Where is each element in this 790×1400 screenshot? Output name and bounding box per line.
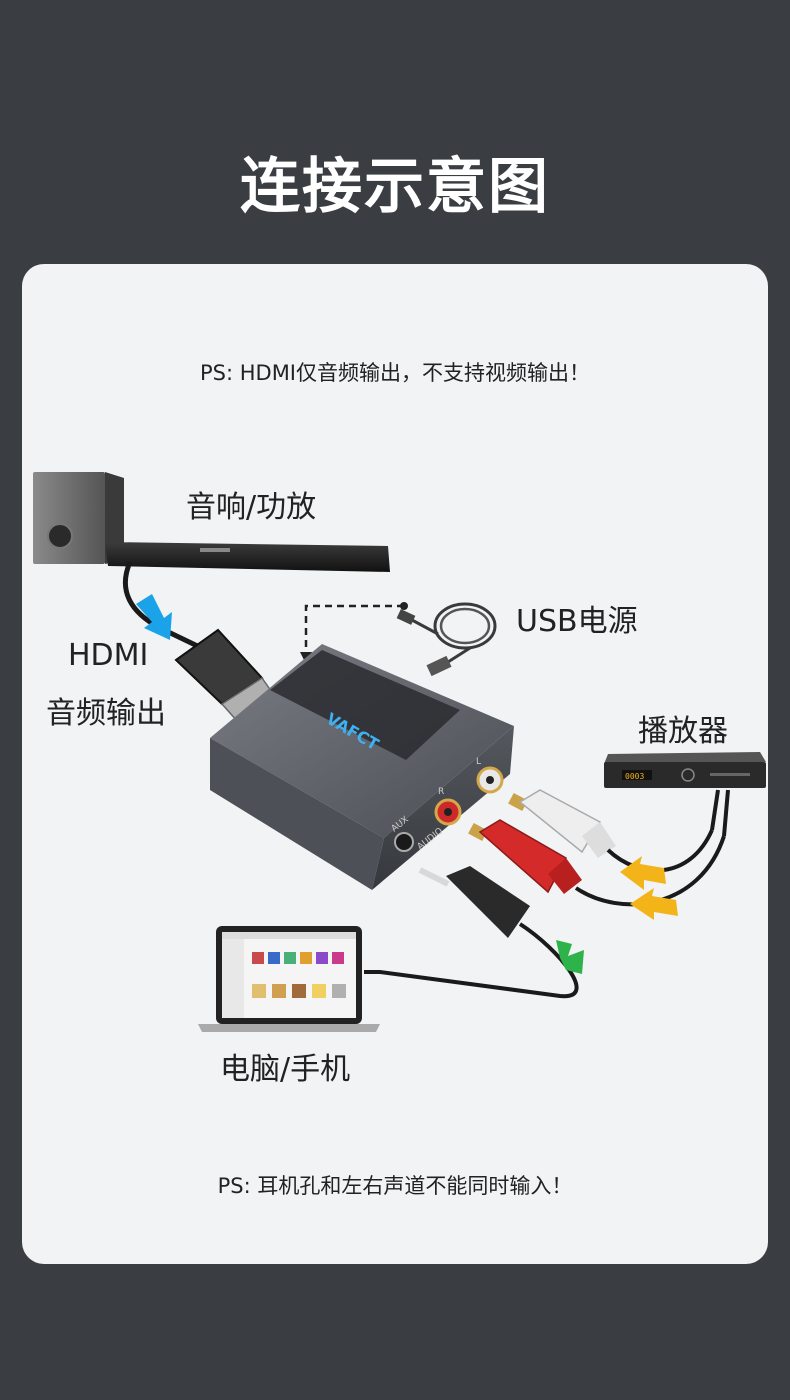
usb-cable-image (396, 602, 497, 677)
rca-input-arrow-2-icon (630, 888, 678, 920)
label-usb-power: USB电源 (516, 604, 638, 639)
l-port-label: L (476, 757, 481, 767)
aux-cable (364, 922, 579, 999)
label-computer-phone: 电脑/手机 (220, 1052, 351, 1087)
page-title: 连接示意图 (240, 152, 550, 222)
note-hdmi-audio-only: PS: HDMI仅音频输出，不支持视频输出！ (199, 361, 591, 385)
label-hdmi: HDMI (68, 638, 149, 673)
laptop-image (198, 926, 380, 1032)
speaker-soundbar-image (33, 472, 390, 572)
player-image: 0003 (604, 752, 766, 788)
hdmi-output-arrow-icon (136, 594, 172, 640)
rca-white-plug-image (508, 789, 616, 858)
label-audio-output: 音频输出 (46, 696, 166, 731)
r-port-label: R (438, 787, 444, 797)
label-speaker: 音响/功放 (186, 490, 317, 525)
label-player: 播放器 (638, 714, 728, 749)
aux-plug-image (418, 866, 530, 938)
usb-power-dashed-line (304, 604, 404, 658)
converter-box-image: VAFCT AUX AUDIO R L (210, 644, 514, 890)
rca-input-arrow-1-icon (620, 856, 666, 890)
rca-red-plug-image (468, 819, 582, 894)
note-no-simultaneous-input: PS: 耳机孔和左右声道不能同时输入！ (217, 1174, 573, 1198)
player-display: 0003 (625, 772, 644, 781)
rca-cable-white (606, 829, 714, 873)
aux-input-arrow-icon (556, 940, 584, 974)
